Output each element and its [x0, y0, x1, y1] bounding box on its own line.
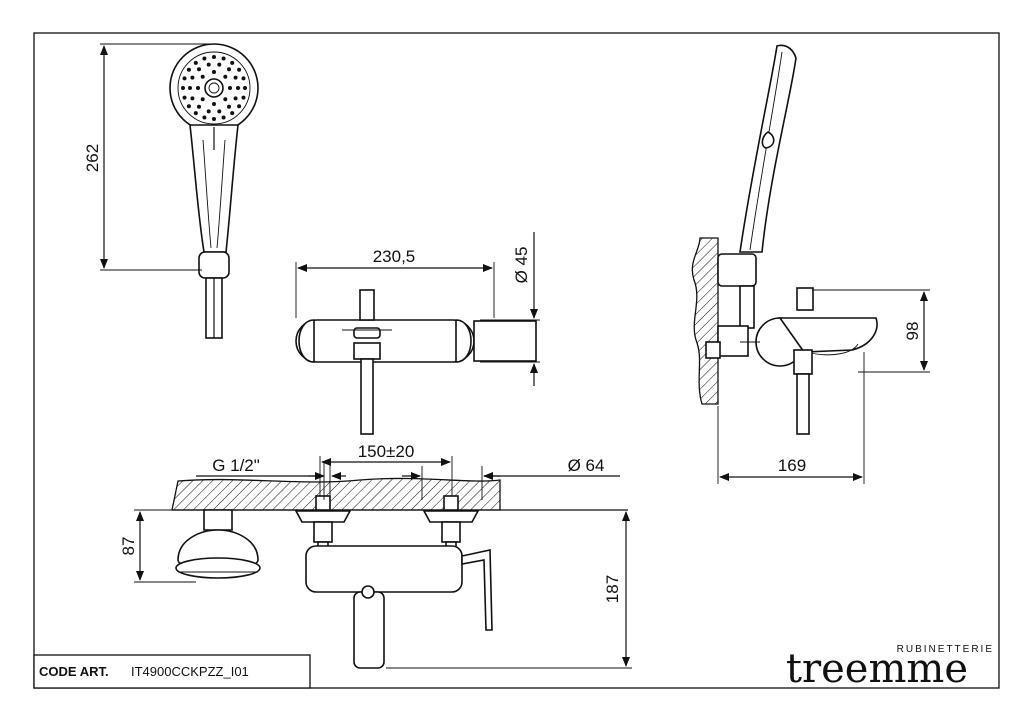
spray-nozzle: [186, 67, 191, 72]
spray-nozzle: [243, 86, 247, 90]
spray-nozzle: [186, 104, 191, 109]
dim-label-262: 262: [83, 144, 102, 172]
spray-nozzle: [237, 67, 242, 72]
spray-nozzle: [190, 75, 195, 80]
spray-nozzle: [188, 86, 192, 90]
spray-nozzle: [228, 86, 232, 90]
code-label: CODE ART.: [39, 664, 109, 679]
spray-nozzle: [230, 111, 235, 116]
dim-label-g-half: G 1/2": [212, 456, 260, 475]
spray-nozzle: [200, 97, 205, 102]
dim-escutcheon-depth: 87: [119, 509, 204, 583]
spray-nozzle: [221, 115, 226, 120]
mixer-plan-view: [171, 477, 628, 669]
spray-nozzle: [190, 96, 195, 101]
dim-side-height: 98: [812, 289, 930, 373]
dim-label-150: 150±20: [358, 442, 415, 461]
brand-subtitle: RUBINETTERIE: [897, 644, 994, 655]
drawing-frame: [33, 32, 1000, 689]
spray-nozzle: [212, 102, 216, 106]
brand-logo: RUBINETTERIE treemme: [786, 644, 994, 692]
code-value: IT4900CCKPZZ_I01: [131, 664, 249, 679]
spray-nozzle: [241, 95, 246, 100]
spray-nozzle: [212, 70, 216, 74]
spray-nozzle: [217, 62, 222, 67]
dim-body-diameter: Ø 45: [480, 232, 540, 386]
dim-centres: 150±20: [319, 442, 453, 496]
spray-nozzle: [212, 117, 216, 121]
mixer-side-view: [691, 44, 878, 435]
spray-nozzle: [227, 104, 231, 109]
spray-nozzle: [223, 74, 228, 79]
dim-label-d64: Ø 64: [568, 456, 605, 475]
dim-escutcheon-diameter: Ø 64: [402, 456, 620, 500]
spray-nozzles: [181, 55, 247, 121]
dim-label-d45: Ø 45: [512, 247, 531, 284]
dim-label-230-5: 230,5: [373, 247, 416, 266]
spray-nozzle: [193, 111, 198, 116]
dim-thread: G 1/2": [196, 456, 346, 500]
dim-body-width: 230,5: [295, 247, 495, 318]
mixer-front-view: [295, 289, 537, 435]
spray-nozzle: [241, 76, 246, 81]
dim-label-87: 87: [119, 537, 138, 556]
spray-nozzle: [233, 96, 238, 101]
spray-nozzle: [206, 109, 211, 114]
dim-total-projection: 187: [386, 511, 632, 669]
spray-nozzle: [217, 109, 222, 114]
spray-nozzle: [197, 67, 201, 72]
spray-nozzle: [200, 74, 205, 79]
spray-nozzle: [227, 67, 231, 72]
spray-nozzle: [181, 86, 185, 90]
brand-name: treemme: [786, 646, 968, 692]
spray-nozzle: [193, 60, 198, 65]
spray-nozzle: [182, 95, 187, 100]
dim-handshower-height: 262: [83, 43, 212, 271]
code-box: CODE ART. IT4900CCKPZZ_I01: [33, 654, 311, 689]
spray-nozzle: [237, 104, 242, 109]
dim-label-169: 169: [778, 456, 806, 475]
spray-nozzle: [182, 76, 187, 81]
spray-nozzle: [202, 115, 207, 120]
spray-nozzle: [230, 60, 235, 65]
dim-label-98: 98: [903, 322, 922, 341]
spray-nozzle: [221, 56, 226, 61]
spray-nozzle: [236, 86, 240, 90]
spray-nozzle: [212, 55, 216, 59]
spray-nozzle: [196, 86, 200, 90]
spray-nozzle: [233, 75, 238, 80]
spray-nozzle: [206, 62, 211, 67]
handshower-front-view: [169, 43, 259, 339]
dim-label-187: 187: [603, 575, 622, 603]
spray-nozzle: [197, 104, 201, 109]
dim-side-projection: 169: [717, 352, 865, 484]
spray-nozzle: [223, 97, 228, 102]
spray-nozzle: [202, 56, 207, 61]
